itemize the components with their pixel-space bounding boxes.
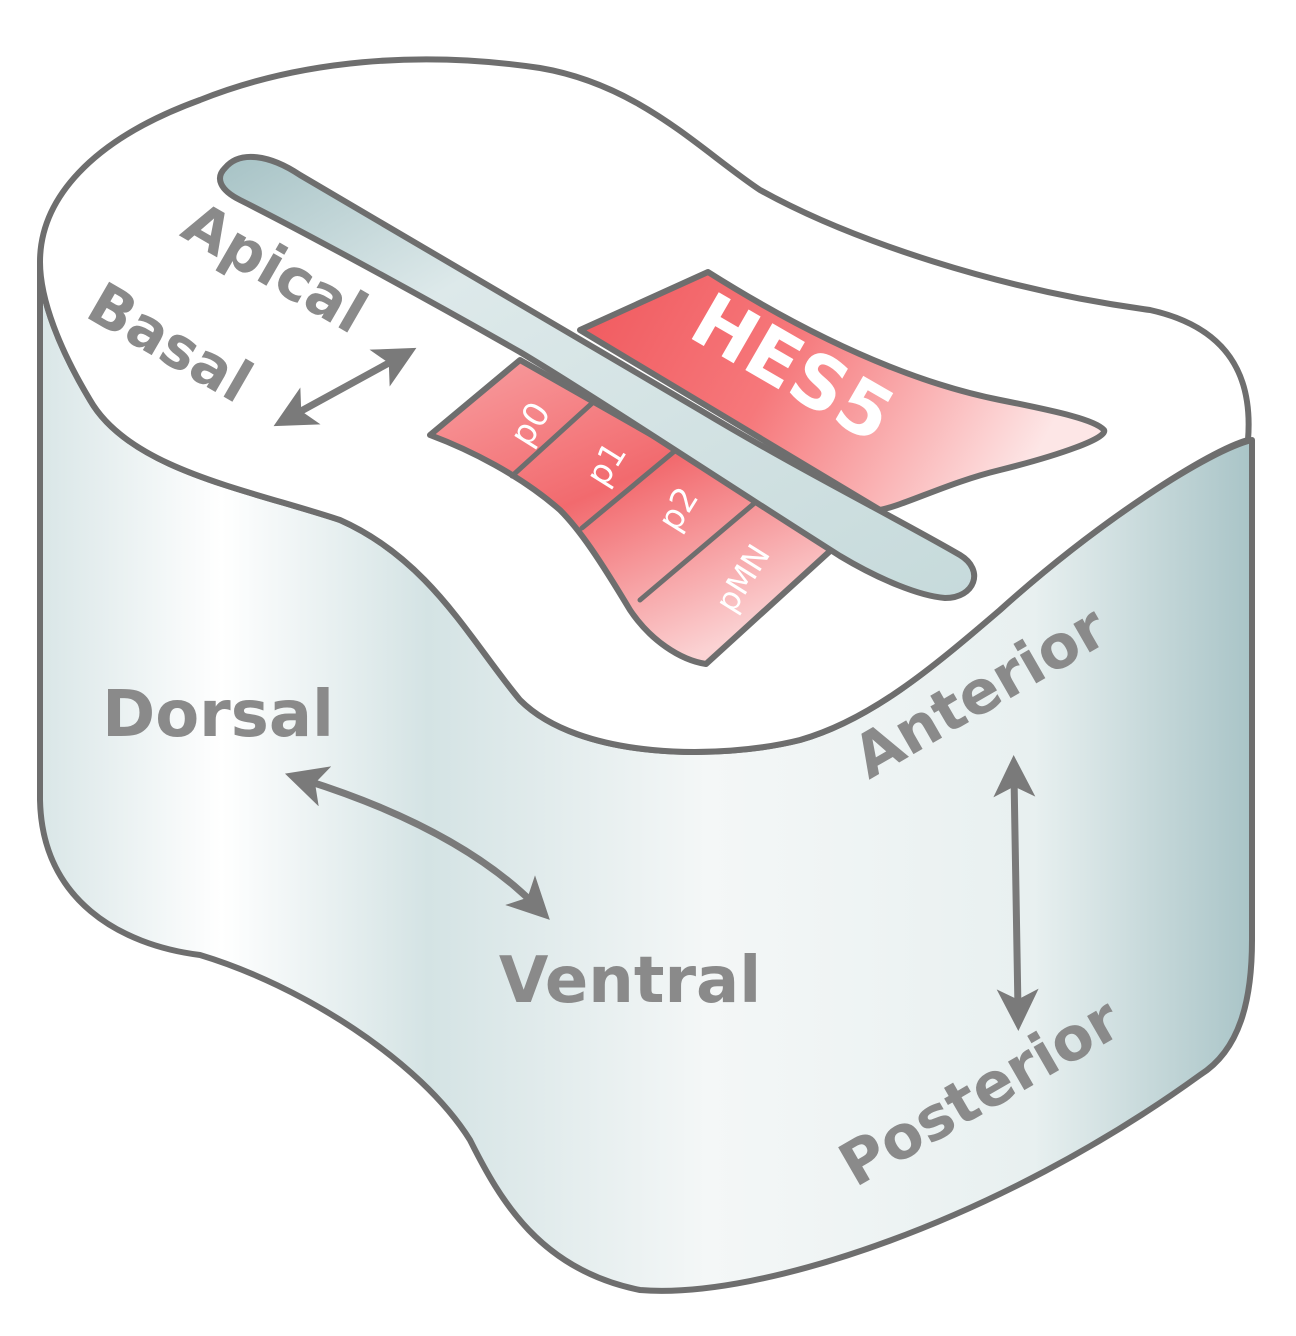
progenitor-domains-block — [427, 357, 843, 667]
central-canal — [217, 153, 978, 601]
apical-basal-arrow — [273, 347, 417, 427]
hes5-region — [577, 269, 1108, 513]
dorsal-ventral-arrow — [284, 766, 550, 920]
anterior-posterior-arrow — [993, 755, 1039, 1031]
ventral-label: Ventral — [499, 944, 761, 1018]
dorsal-label: Dorsal — [102, 678, 334, 752]
